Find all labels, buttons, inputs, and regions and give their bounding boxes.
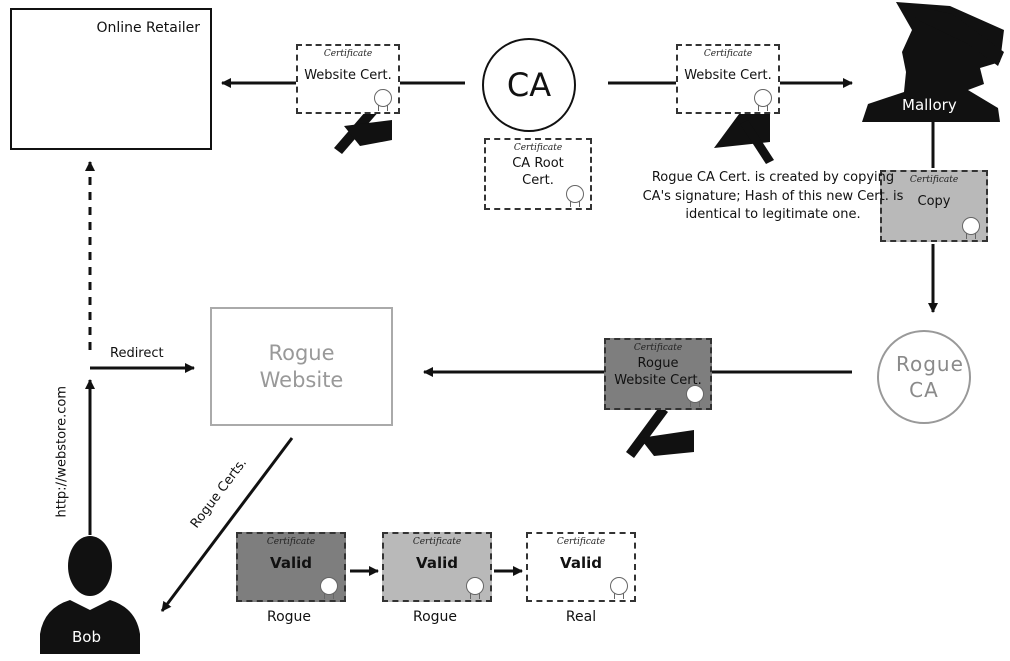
website-cert-right: Certificate Website Cert. <box>676 44 780 114</box>
signing-hand-icon <box>334 104 392 154</box>
seal-icon <box>320 577 338 599</box>
chain-cert-rogue-2: Certificate Valid <box>382 532 492 602</box>
valid-label: Valid <box>416 554 458 572</box>
valid-label: Valid <box>270 554 312 572</box>
seal-icon <box>466 577 484 599</box>
cert-label: CA Root Cert. <box>512 156 564 188</box>
seal-icon <box>754 89 772 111</box>
valid-label: Valid <box>560 554 602 572</box>
rogue-ca-label: Rogue CA <box>896 352 964 402</box>
rogue-website-cert: Certificate Rogue Website Cert. <box>604 338 712 410</box>
ca-node: CA <box>482 38 576 132</box>
online-retailer-box: Online Retailer <box>10 8 212 150</box>
ca-label: CA <box>506 66 552 104</box>
rogue-website-label: Rogue Website <box>259 340 344 392</box>
cert-label: Rogue Website Cert. <box>614 356 702 388</box>
cert-heading: Certificate <box>633 343 683 353</box>
cert-label: Copy <box>917 194 951 209</box>
cert-heading: Certificate <box>703 49 753 59</box>
cert-heading: Certificate <box>909 175 959 185</box>
rogue-website-box: Rogue Website <box>210 307 393 426</box>
signing-hand-icon <box>626 406 694 458</box>
cert-heading: Certificate <box>323 49 373 59</box>
cert-heading: Certificate <box>412 537 462 547</box>
rogue-ca-node: Rogue CA <box>877 330 971 424</box>
seal-icon <box>686 385 704 407</box>
cert-label: Website Cert. <box>684 68 772 83</box>
mallory-silhouette <box>862 2 1004 122</box>
cert-heading: Certificate <box>513 143 563 153</box>
seal-icon <box>610 577 628 599</box>
mallory-label: Mallory <box>902 96 957 114</box>
cert-heading: Certificate <box>266 537 316 547</box>
seal-icon <box>566 185 584 207</box>
chain-caption: Real <box>565 609 597 625</box>
url-label: http://webstore.com <box>54 386 70 518</box>
chain-caption: Rogue <box>266 609 312 625</box>
chain-caption: Rogue <box>412 609 458 625</box>
cert-heading: Certificate <box>556 537 606 547</box>
bob-silhouette <box>40 536 140 654</box>
retailer-title: Online Retailer <box>96 20 200 36</box>
signing-hand-icon <box>714 110 774 164</box>
chain-cert-rogue-1: Certificate Valid <box>236 532 346 602</box>
redirect-label: Redirect <box>110 346 164 361</box>
copy-cert: Certificate Copy <box>880 170 988 242</box>
bob-label: Bob <box>72 628 101 646</box>
chain-cert-real: Certificate Valid <box>526 532 636 602</box>
seal-icon <box>374 89 392 111</box>
website-cert-left: Certificate Website Cert. <box>296 44 400 114</box>
cert-label: Website Cert. <box>304 68 392 83</box>
rogue-ca-note: Rogue CA Cert. is created by copying CA'… <box>642 170 904 222</box>
seal-icon <box>962 217 980 239</box>
ca-root-cert: Certificate CA Root Cert. <box>484 138 592 210</box>
arrow-rogue-certs-to-bob <box>160 437 294 612</box>
